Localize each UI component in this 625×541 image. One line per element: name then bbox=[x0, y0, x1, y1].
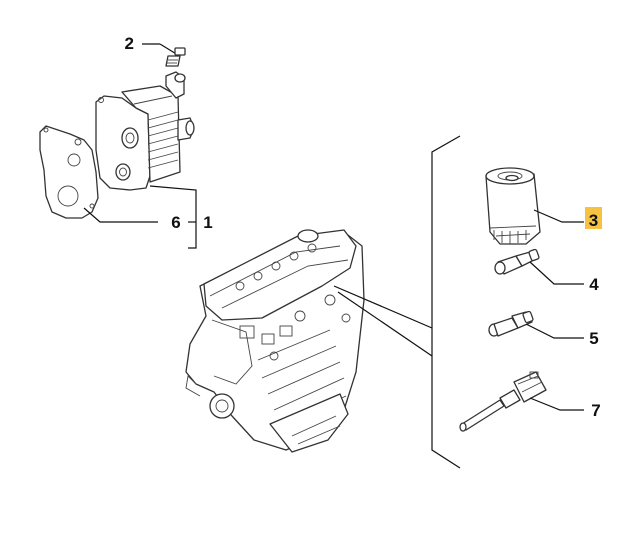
leader-line-5 bbox=[525, 323, 584, 339]
callout-7[interactable]: 7 bbox=[591, 401, 600, 420]
oil-pressure-switch-part[interactable] bbox=[494, 248, 540, 275]
callout-3[interactable]: 3 bbox=[589, 211, 598, 230]
callout-2[interactable]: 2 bbox=[125, 34, 134, 53]
oil-cooler-part[interactable] bbox=[95, 71, 195, 191]
callout-6[interactable]: 6 bbox=[171, 213, 180, 232]
right-bracket bbox=[431, 135, 461, 469]
oil-filter-part[interactable] bbox=[485, 167, 541, 245]
bracket-1 bbox=[149, 185, 197, 249]
leader-engine-upper bbox=[333, 285, 433, 329]
leader-line-6 bbox=[83, 207, 158, 223]
engine-block bbox=[185, 229, 365, 453]
bolt-part[interactable] bbox=[142, 43, 186, 67]
leader-line-7 bbox=[529, 397, 584, 411]
temperature-sensor-part[interactable] bbox=[459, 371, 547, 432]
leader-line-3 bbox=[533, 209, 584, 223]
highlight-marker-3 bbox=[585, 207, 602, 229]
gasket-part[interactable] bbox=[39, 125, 99, 219]
callout-1[interactable]: 1 bbox=[203, 213, 212, 232]
leader-line-4 bbox=[529, 261, 584, 285]
callout-5[interactable]: 5 bbox=[589, 329, 598, 348]
callout-4[interactable]: 4 bbox=[589, 275, 599, 294]
leader-engine-lower bbox=[337, 291, 433, 357]
sensor-part[interactable] bbox=[488, 310, 534, 337]
